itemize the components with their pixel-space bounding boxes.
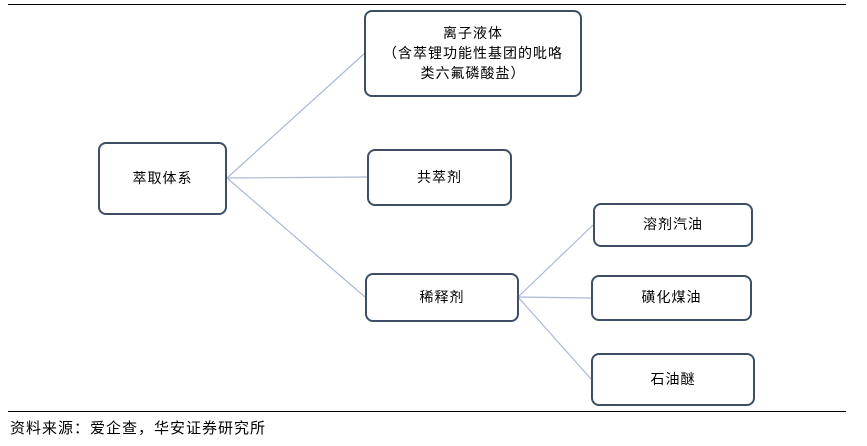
node-petroleum-ether-label: 石油醚 bbox=[650, 371, 696, 388]
node-co-extractant: 共萃剂 bbox=[367, 149, 512, 206]
node-sulfonated-kerosene: 磺化煤油 bbox=[591, 275, 752, 321]
node-co-extractant-label: 共萃剂 bbox=[417, 169, 462, 186]
edge-root-diluent bbox=[226, 177, 366, 298]
node-petroleum-ether: 石油醚 bbox=[591, 353, 755, 406]
node-extraction-system: 萃取体系 bbox=[98, 142, 227, 215]
node-solvent-gasoline-label: 溶剂汽油 bbox=[643, 217, 703, 233]
node-ionic-liquid-line-2: （含萃锂功能性基团的吡咯 bbox=[383, 45, 563, 62]
source-note: 资料来源：爱企查，华安证券研究所 bbox=[10, 419, 267, 437]
node-diluent: 稀释剂 bbox=[365, 273, 519, 322]
node-ionic-liquid: 离子液体 （含萃锂功能性基团的吡咯 类六氟磷酸盐） bbox=[364, 10, 582, 97]
edge-diluent-petroleum-ether bbox=[517, 296, 592, 380]
node-ionic-liquid-line-3: 类六氟磷酸盐） bbox=[420, 65, 526, 82]
node-sulfonated-kerosene-label: 磺化煤油 bbox=[641, 290, 702, 306]
bottom-rule bbox=[8, 411, 846, 412]
node-diluent-label: 稀释剂 bbox=[419, 289, 465, 306]
edge-diluent-sulfonated-kerosene bbox=[517, 296, 592, 299]
edge-root-ionic-liquid bbox=[226, 52, 366, 179]
node-ionic-liquid-line-1: 离子液体 bbox=[443, 25, 503, 42]
node-solvent-gasoline: 溶剂汽油 bbox=[593, 203, 753, 247]
edge-diluent-solvent-gasoline bbox=[517, 224, 594, 298]
top-rule bbox=[8, 4, 846, 5]
node-extraction-system-label: 萃取体系 bbox=[132, 170, 193, 187]
edge-root-co-extractant bbox=[226, 176, 368, 179]
